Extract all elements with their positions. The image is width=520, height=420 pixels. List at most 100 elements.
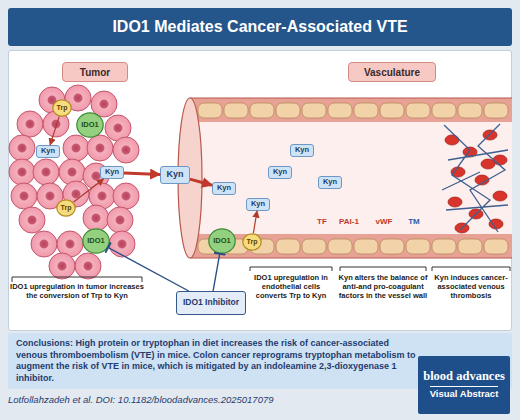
- connector: [74, 179, 104, 202]
- vessel-wall: [188, 98, 512, 122]
- citation-text: Lotfollahzadeh et al. DOI: 10.1182/blood…: [8, 394, 408, 405]
- bracket: [432, 267, 510, 271]
- endothelial-cell: [406, 239, 430, 254]
- endothelial-cell: [432, 239, 456, 254]
- fibrin-mesh: [442, 124, 508, 232]
- node-text: IDO1: [87, 237, 105, 245]
- tumor-cell: [83, 205, 109, 231]
- endothelial-cell: [328, 239, 352, 254]
- caption-text: Kyn induces cancer-associated venous thr…: [430, 273, 512, 300]
- factor-label: vWF: [372, 217, 396, 226]
- connector: [190, 179, 212, 185]
- endothelial-cell: [484, 239, 508, 254]
- trp-molecule: Trp: [56, 199, 76, 217]
- endothelial-cell: [302, 103, 326, 118]
- node-text: Kyn: [41, 147, 55, 155]
- caption-text: IDO1 upregulation in tumor increases the…: [10, 282, 144, 300]
- node-text: IDO1: [213, 237, 231, 245]
- node-text: Kyn: [323, 178, 337, 186]
- node-text: IDO1 Inhibitor: [183, 298, 239, 307]
- connector: [108, 248, 189, 292]
- ido1-enzyme: IDO1: [208, 228, 236, 254]
- node-text: IDO1: [81, 121, 99, 129]
- tumor-cell: [107, 207, 133, 233]
- journal-logo: blood advancesVisual Abstract: [418, 356, 510, 414]
- node-text: Tumor: [80, 67, 110, 78]
- tumor-cell: [75, 253, 101, 279]
- bracket: [340, 267, 426, 271]
- node-text: Kyn: [217, 184, 231, 192]
- node-ellipse: [83, 229, 109, 253]
- kyn-molecule: Kyn: [290, 144, 314, 157]
- caption-text: Kyn alters the balance of anti-and pro-c…: [338, 273, 428, 300]
- node-ellipse: [57, 200, 75, 216]
- factor-label: PAI-1: [334, 217, 364, 226]
- tumor-cell: [17, 111, 43, 137]
- tumor-cell: [9, 159, 35, 185]
- node-text: Kyn: [295, 146, 309, 154]
- red-blood-cell: [448, 197, 462, 207]
- section-header: Tumor: [62, 62, 128, 82]
- vessel-lumen: [188, 122, 512, 234]
- connector: [253, 211, 257, 233]
- red-blood-cell: [481, 159, 495, 169]
- endothelial-cell: [302, 239, 326, 254]
- tumor-cell: [33, 159, 59, 185]
- tumor-cell: [113, 137, 139, 163]
- node-text: Kyn: [105, 168, 119, 176]
- endothelial-cell: [328, 103, 352, 118]
- node-text: Kyn: [251, 200, 265, 208]
- vessel-edge: [190, 257, 512, 258]
- connector: [124, 173, 160, 174]
- tumor-cell: [87, 135, 113, 161]
- endothelial-cell: [432, 103, 456, 118]
- red-blood-cell: [493, 191, 507, 201]
- node-text: Kyn: [273, 168, 287, 176]
- endothelial-cell: [276, 103, 300, 118]
- tumor-cell: [31, 231, 57, 257]
- tumor-cell: [11, 183, 37, 209]
- inhibitor-box: IDO1 Inhibitor: [176, 291, 246, 315]
- section-header: Vasculature: [348, 62, 436, 82]
- node-text: Trp: [247, 238, 258, 246]
- endothelial-cell: [250, 103, 274, 118]
- kyn-molecule: Kyn: [246, 198, 270, 211]
- trp-molecule: Trp: [242, 233, 262, 251]
- node-ellipse: [53, 100, 71, 116]
- ido1-enzyme: IDO1: [76, 112, 104, 138]
- factor-label: TF: [312, 217, 332, 226]
- bracket: [12, 277, 142, 282]
- kyn-molecule: Kyn: [268, 166, 292, 179]
- node-text: blood advances: [423, 370, 505, 383]
- node-text: Visual Abstract: [430, 386, 499, 399]
- node-text: Conclusions: High protein or tryptophan …: [16, 338, 416, 384]
- node-ellipse: [77, 113, 103, 137]
- kyn-molecule: Kyn: [318, 176, 342, 189]
- tumor-cell: [59, 159, 85, 185]
- tumor-cell: [49, 253, 75, 279]
- ido1-enzyme: IDO1: [82, 228, 110, 254]
- endothelial-cell: [354, 239, 378, 254]
- title-text: IDO1 Mediates Cancer-Associated VTE: [8, 8, 512, 46]
- endothelial-cell: [458, 239, 482, 254]
- endothelial-cell: [380, 239, 404, 254]
- endothelial-cell: [354, 103, 378, 118]
- tumor-cell: [113, 183, 139, 209]
- vessel-wall: [188, 234, 512, 258]
- endothelial-cell: [276, 239, 300, 254]
- trp-molecule: Trp: [52, 99, 72, 117]
- tumor-cell: [9, 135, 35, 161]
- connector: [50, 117, 59, 145]
- endothelial-cell: [484, 103, 508, 118]
- node-text: Trp: [57, 104, 68, 112]
- endothelial-cell: [458, 103, 482, 118]
- caption-text: IDO1 upregulation in endothelial cells c…: [248, 273, 334, 300]
- node-ellipse: [209, 229, 235, 253]
- tumor-cell: [19, 207, 45, 233]
- tumor-cell: [63, 135, 89, 161]
- endothelial-cell: [406, 103, 430, 118]
- factor-label: TM: [404, 217, 424, 226]
- kyn-molecule: Kyn: [100, 166, 124, 179]
- red-blood-cell: [445, 135, 459, 145]
